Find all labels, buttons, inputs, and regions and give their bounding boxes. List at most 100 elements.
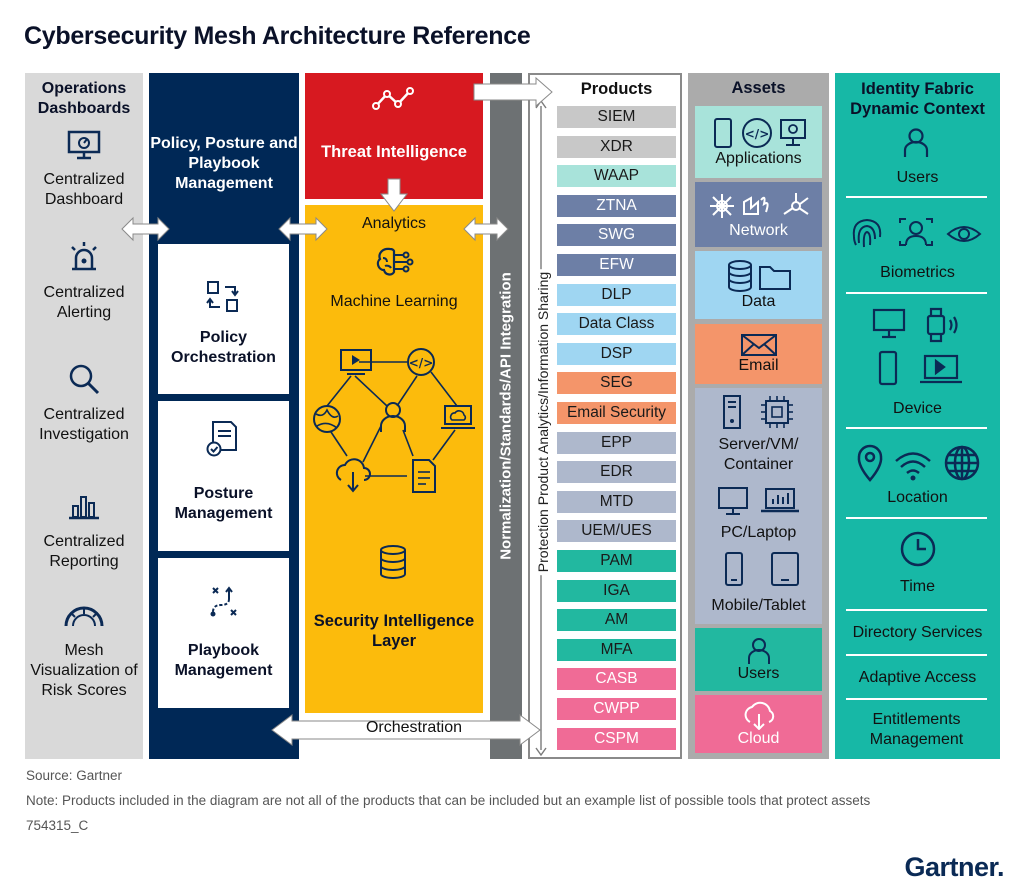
identity-column: [835, 73, 1000, 759]
product-item: EFW: [557, 254, 676, 276]
security-intelligence-layer-label: Security Intelligence Layer: [313, 612, 475, 650]
policy-heading: Policy, Posture and Playbook Management: [150, 135, 298, 192]
ops-label-reporting: Centralized Reporting: [43, 533, 125, 570]
assets-heading: Assets: [731, 79, 786, 97]
device-icons: [872, 307, 962, 386]
video-monitor-icon: [340, 349, 372, 375]
product-item: MTD: [557, 491, 676, 513]
product-item: EPP: [557, 432, 676, 454]
page-title: Cybersecurity Mesh Architecture Referenc…: [24, 22, 531, 50]
asset-network: Network: [695, 182, 822, 247]
asset-applications-label: Applications: [715, 150, 802, 167]
magnifier-icon: [69, 364, 100, 395]
identity-biometrics-label: Biometrics: [880, 264, 955, 281]
operations-column: [25, 73, 143, 759]
products-heading: Products: [580, 80, 653, 98]
operations-heading: Operations Dashboards: [37, 80, 131, 117]
product-item: MFA: [557, 639, 676, 661]
products-note: Note: Products included in the diagram a…: [26, 793, 871, 808]
playbook-management-box: [158, 558, 289, 708]
user-icon: [747, 637, 770, 664]
product-item: SIEM: [557, 106, 676, 128]
pc-laptop-icons: [718, 487, 799, 515]
asset-mobile-label: Mobile/Tablet: [711, 597, 806, 614]
bar-chart-icon: [69, 496, 99, 520]
product-item: CASB: [557, 668, 676, 690]
asset-cloud-label: Cloud: [737, 730, 780, 747]
playbook-route-icon: [210, 586, 237, 617]
asset-pc-label: PC/Laptop: [720, 524, 797, 541]
normalization-bar: [490, 73, 522, 759]
product-item: ZTNA: [557, 195, 676, 217]
product-item: Data Class: [557, 313, 676, 335]
asset-applications: </> Applications: [695, 106, 822, 178]
trend-line-icon: [372, 87, 414, 110]
envelope-icon: [740, 334, 777, 356]
monitor-dashboard-icon: [67, 130, 101, 160]
product-item: IGA: [557, 580, 676, 602]
asset-data: Data: [695, 251, 822, 319]
divider: [846, 517, 987, 519]
divider: [846, 698, 987, 700]
product-item: DLP: [557, 284, 676, 306]
identity-heading: Identity Fabric Dynamic Context: [850, 80, 985, 118]
posture-management-label: Posture Management: [174, 485, 273, 522]
policy-orchestration-box: [158, 244, 289, 394]
gartner-logo: Gartner.: [904, 852, 1004, 882]
identity-directory-label: Directory Services: [852, 624, 983, 641]
asset-users: Users: [695, 628, 822, 691]
orchestration-label: Orchestration: [365, 719, 463, 736]
gauge-icon: [64, 606, 104, 627]
product-item: DSP: [557, 343, 676, 365]
playbook-management-label: Playbook Management: [174, 642, 273, 679]
product-item: AM: [557, 609, 676, 631]
threat-intelligence-box: [305, 73, 483, 199]
product-item: Email Security: [557, 402, 676, 424]
ops-label-dashboard: Centralized Dashboard: [43, 171, 125, 208]
divider: [846, 196, 987, 198]
ops-label-risk-scores: Mesh Visualization of Risk Scores: [30, 642, 138, 699]
source-note: Source: Gartner: [26, 768, 123, 783]
policy-arrows-icon: [206, 281, 239, 312]
product-item: EDR: [557, 461, 676, 483]
product-item: UEM/UES: [557, 520, 676, 542]
product-item: SWG: [557, 224, 676, 246]
divider: [846, 427, 987, 429]
asset-users-label: Users: [737, 664, 780, 682]
identity-users-label: Users: [896, 169, 939, 186]
normalization-label: Normalization/Standards/API Integration: [497, 272, 515, 560]
divider: [846, 292, 987, 294]
biometrics-icons: [852, 218, 982, 248]
analytics-label: Analytics: [361, 215, 427, 232]
asset-email-label: Email: [738, 357, 779, 374]
ops-label-alerting: Centralized Alerting: [43, 284, 125, 321]
product-item: CWPP: [557, 698, 676, 720]
product-item: SEG: [557, 372, 676, 394]
asset-email: Email: [695, 324, 822, 384]
clock-icon: [900, 531, 936, 567]
identity-time-label: Time: [900, 578, 935, 595]
network-icons: [709, 192, 809, 218]
posture-management-box: [158, 401, 289, 551]
data-icons: [727, 260, 791, 292]
threat-intelligence-label: Threat Intelligence: [321, 143, 467, 161]
document-check-icon: [206, 421, 237, 457]
svg-text:</>: </>: [409, 356, 434, 370]
security-intelligence-layer: [305, 205, 483, 713]
applications-icons: </>: [713, 118, 806, 148]
ops-label-investigation: Centralized Investigation: [39, 406, 129, 443]
asset-devices: [695, 388, 822, 624]
asset-network-label: Network: [729, 221, 788, 239]
product-item: CSPM: [557, 728, 676, 750]
svg-text:</>: </>: [744, 127, 769, 141]
product-item: XDR: [557, 136, 676, 158]
identity-device-label: Device: [893, 400, 942, 417]
brain-network-icon: [376, 247, 414, 276]
location-icons: [857, 444, 980, 482]
user-icon: [903, 128, 929, 157]
product-item: WAAP: [557, 165, 676, 187]
product-item: PAM: [557, 550, 676, 572]
asset-server-label: Server/VM/ Container: [718, 436, 799, 473]
figure-id: 754315_C: [26, 818, 89, 833]
divider: [846, 654, 987, 656]
